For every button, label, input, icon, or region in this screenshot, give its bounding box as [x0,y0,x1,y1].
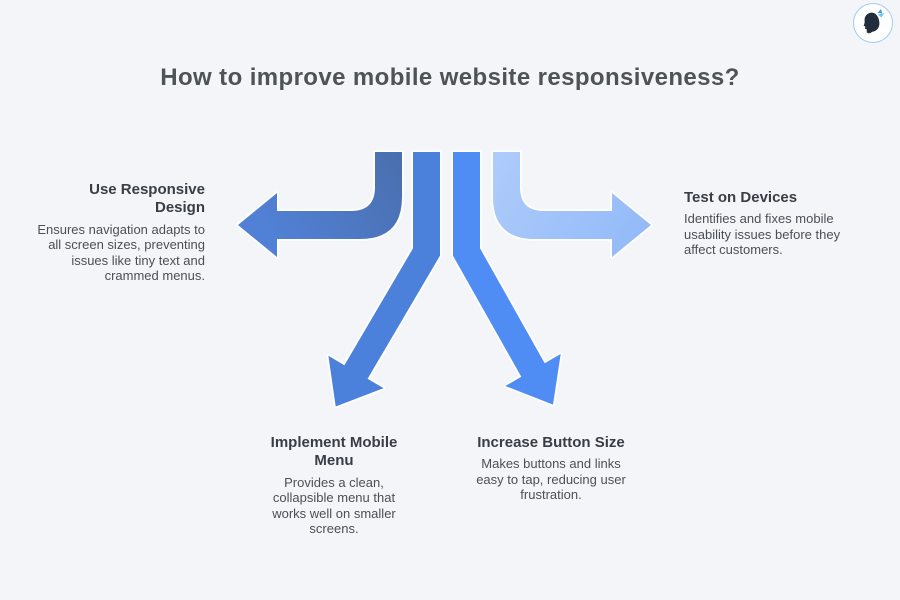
logo-butterfly-wing-icon [877,9,883,14]
item-test-on-devices: Test on Devices Identifies and fixes mob… [684,189,860,258]
arrow-right-icon [491,150,653,259]
arrow-down-left-icon [326,150,442,409]
arrow-down-right-icon [451,150,563,407]
item-heading: Use Responsive Design [89,181,205,217]
item-heading: Implement Mobile Menu [270,434,398,470]
logo-butterfly-wing-icon [877,13,885,18]
item-body: Makes buttons and links easy to tap, red… [476,456,626,503]
item-use-responsive-design: Use Responsive Design Ensures navigation… [37,181,205,284]
item-body: Identifies and fixes mobile usability is… [684,211,841,258]
page-title: How to improve mobile website responsive… [160,64,740,91]
item-implement-mobile-menu: Implement Mobile Menu Provides a clean, … [259,434,409,537]
item-heading: Test on Devices [684,189,798,206]
item-body: Provides a clean, collapsible menu that … [272,474,396,537]
item-heading: Increase Button Size [477,434,625,451]
item-increase-button-size: Increase Button Size Makes buttons and l… [476,434,626,503]
arrow-left-icon [236,150,404,259]
logo-graphic [863,9,885,34]
logo-head-icon [863,12,880,34]
brand-logo [853,3,893,43]
item-body: Ensures navigation adapts to all screen … [37,221,205,284]
